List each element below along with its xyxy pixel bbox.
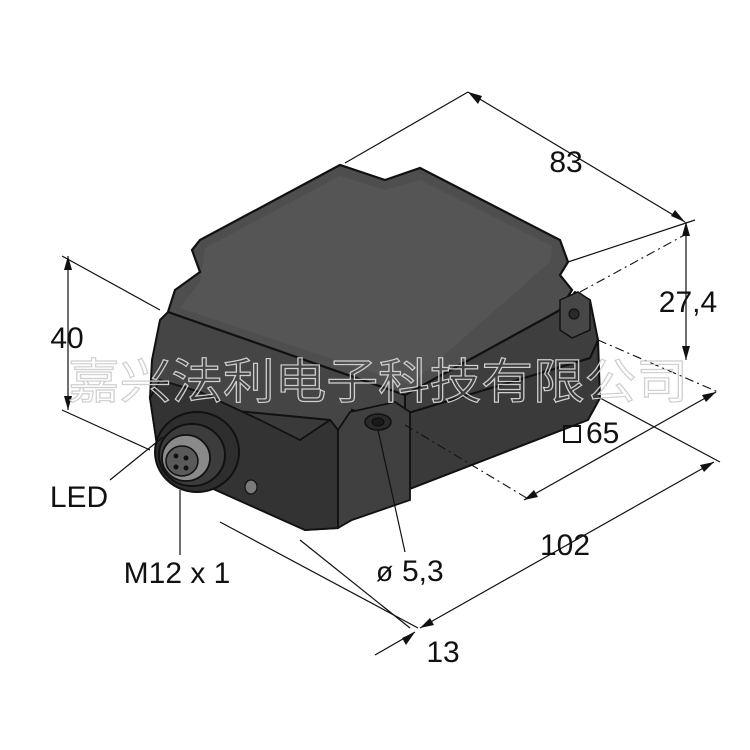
dim-13: 13 bbox=[426, 636, 459, 669]
mount-hole-inner bbox=[371, 417, 385, 427]
dim-65: 65 bbox=[586, 417, 619, 450]
dim-hole-5-3: 5,3 bbox=[402, 555, 444, 588]
watermark: 嘉兴法利电子科技有限公司 bbox=[68, 354, 688, 410]
dim-40: 40 bbox=[50, 322, 83, 355]
dim-83: 83 bbox=[549, 146, 582, 179]
dim-102: 102 bbox=[540, 529, 590, 562]
side-bolt bbox=[568, 308, 580, 320]
sensor-body bbox=[148, 163, 602, 532]
led-label: LED bbox=[50, 481, 108, 514]
top-highlight bbox=[180, 176, 552, 385]
dim-27-4: 27,4 bbox=[659, 286, 717, 319]
dimension-lines bbox=[61, 91, 721, 656]
screw bbox=[244, 479, 258, 495]
connector-label: M12 x 1 bbox=[124, 557, 231, 590]
square-symbol bbox=[563, 425, 581, 443]
dim-65-group: 65 bbox=[563, 417, 619, 450]
dim-hole-group: ø 5,3 bbox=[376, 555, 444, 588]
m12-connector bbox=[154, 411, 240, 493]
mount-boss bbox=[337, 401, 411, 530]
diameter-symbol: ø bbox=[376, 556, 393, 587]
